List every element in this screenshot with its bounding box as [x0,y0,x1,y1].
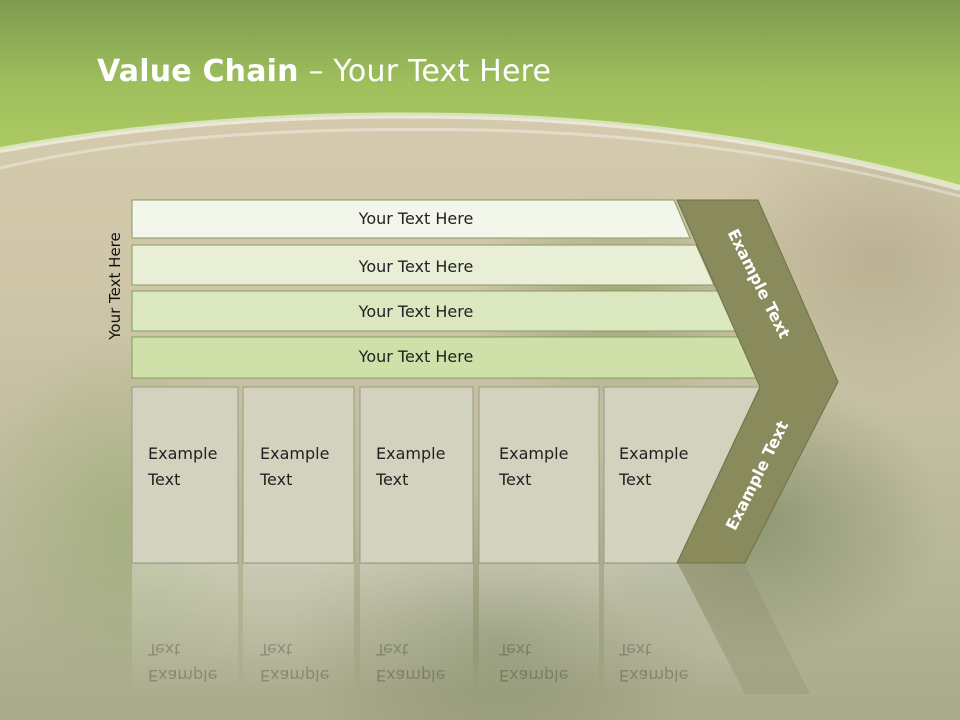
title-rest: – Your Text Here [298,54,552,89]
box-label-line2: Text [618,470,651,489]
box-label-line1: Example [376,444,445,463]
box-label-line2: Text [259,470,292,489]
chevron-arrow: Example Text Example Text [676,199,839,564]
row-1: Your Text Here [131,199,691,239]
reflection: Example Text Example Text Example Text E… [132,564,810,694]
box-2: Example Text [242,386,355,564]
svg-text:Example: Example [148,666,217,685]
box-label-line1: Example [148,444,217,463]
slide-title: Value Chain – Your Text Here [97,54,551,89]
box-4: Example Text [478,386,600,564]
svg-text:Text: Text [618,640,651,659]
box-label-line1: Example [499,444,568,463]
box-label-line2: Text [498,470,531,489]
svg-text:Example: Example [376,666,445,685]
svg-text:Text: Text [147,640,180,659]
row-label: Your Text Here [358,347,474,366]
row-label: Your Text Here [358,302,474,321]
svg-text:Example: Example [619,666,688,685]
row-label: Your Text Here [358,209,474,228]
box-3: Example Text [359,386,474,564]
box-1: Example Text [131,386,239,564]
svg-text:Example: Example [499,666,568,685]
svg-text:Text: Text [375,640,408,659]
box-label-line1: Example [260,444,329,463]
box-label-line2: Text [147,470,180,489]
row-label: Your Text Here [358,257,474,276]
header-band [0,0,960,198]
row-4: Your Text Here [131,336,763,379]
title-bold: Value Chain [97,54,299,89]
svg-text:Text: Text [259,640,292,659]
box-label-line2: Text [375,470,408,489]
row-3: Your Text Here [131,290,739,332]
box-label-line1: Example [619,444,688,463]
row-2: Your Text Here [131,244,715,286]
svg-text:Text: Text [498,640,531,659]
svg-text:Example: Example [260,666,329,685]
